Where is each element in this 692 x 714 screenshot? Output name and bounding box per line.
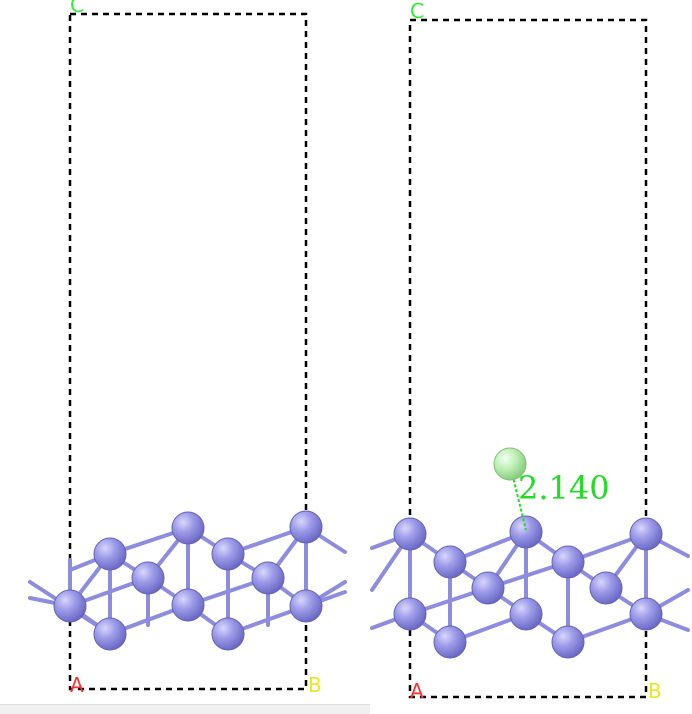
slab-atom (589, 571, 623, 605)
axis-label-c: C (70, 0, 84, 17)
atom-layer (393, 515, 663, 659)
slab-atom (251, 561, 285, 595)
slab-atom (433, 625, 467, 659)
axis-label-b: B (648, 679, 662, 703)
axis-label-a: A (70, 673, 84, 697)
slab-atom (289, 510, 323, 544)
slab-atom (471, 571, 505, 605)
slab-atom (509, 515, 543, 549)
slab-atom (171, 511, 205, 545)
adsorbate-atom (493, 447, 527, 481)
status-strip (0, 704, 370, 714)
axis-label-a: A (410, 679, 424, 703)
axis-label-b: B (308, 673, 322, 697)
slab-atom (551, 625, 585, 659)
slab-atom (551, 545, 585, 579)
distance-label: 2.140 (518, 469, 610, 507)
slab-atom (93, 537, 127, 571)
slab-atom (131, 561, 165, 595)
axis-label-c: C (410, 0, 424, 23)
slab-atom (433, 545, 467, 579)
slab-atom (629, 597, 663, 631)
unit-cell-outline (68, 12, 308, 691)
slab-atom (393, 597, 427, 631)
clean-slab-panel: C A B (28, 0, 347, 697)
atom-layer (53, 510, 323, 651)
slab-atom (53, 589, 87, 623)
slab-atom (171, 588, 205, 622)
slab-atom (509, 597, 543, 631)
slab-atom (629, 517, 663, 551)
slab-atom (289, 589, 323, 623)
adsorbate-slab-panel: 2.140 C A B (370, 0, 690, 703)
unit-cell-outline (408, 18, 648, 699)
slab-atom (93, 617, 127, 651)
slab-atom (393, 517, 427, 551)
slab-atom (211, 617, 245, 651)
slab-atom (211, 537, 245, 571)
